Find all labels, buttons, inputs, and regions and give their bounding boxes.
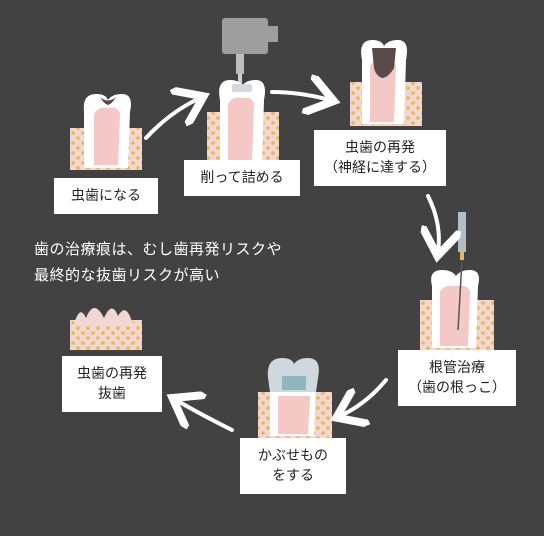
tooth-extraction-icon — [70, 308, 142, 350]
step-label-filling: 削って詰める — [184, 160, 300, 196]
step-label-recurrence-nerve: 虫歯の再発 （神経に達する） — [314, 130, 446, 186]
tooth-root-canal-icon — [420, 212, 494, 350]
step-label-text: 虫歯の再発 — [77, 366, 147, 382]
step-label-text: かぶせもの — [258, 448, 328, 464]
tooth-filling-icon — [207, 18, 279, 168]
flow-arrow — [176, 400, 234, 432]
step-label-root-canal: 根管治療 （歯の根っこ） — [398, 350, 516, 406]
step-label-text: 削って詰める — [200, 170, 284, 186]
flow-arrow — [270, 92, 330, 100]
flow-arrow — [428, 194, 439, 252]
step-label-text: 虫歯の再発 — [345, 140, 415, 156]
step-label-text: （神経に達する） — [324, 160, 436, 176]
risk-note: 歯の治療痕は、むし歯再発リスクや 最終的な抜歯リスクが高い — [34, 236, 282, 288]
risk-note-line: 歯の治療痕は、むし歯再発リスクや — [34, 240, 283, 258]
step-label-text: （歯の根っこ） — [408, 380, 506, 396]
step-label-text: をする — [272, 468, 314, 484]
tooth-decay-start-icon — [70, 94, 142, 170]
flow-arrow — [340, 378, 388, 416]
step-label-text: 虫歯になる — [71, 188, 141, 204]
risk-note-line: 最終的な抜歯リスクが高い — [34, 266, 221, 284]
step-label-text: 抜歯 — [98, 386, 126, 402]
step-label-crown: かぶせもの をする — [240, 438, 346, 494]
step-label-decay: 虫歯になる — [54, 178, 158, 214]
step-label-extraction: 虫歯の再発 抜歯 — [62, 356, 162, 412]
tooth-decay-recurring-icon — [350, 40, 422, 126]
step-label-text: 根管治療 — [429, 360, 485, 376]
tooth-crown-icon — [258, 358, 332, 438]
flow-arrow — [144, 98, 200, 140]
